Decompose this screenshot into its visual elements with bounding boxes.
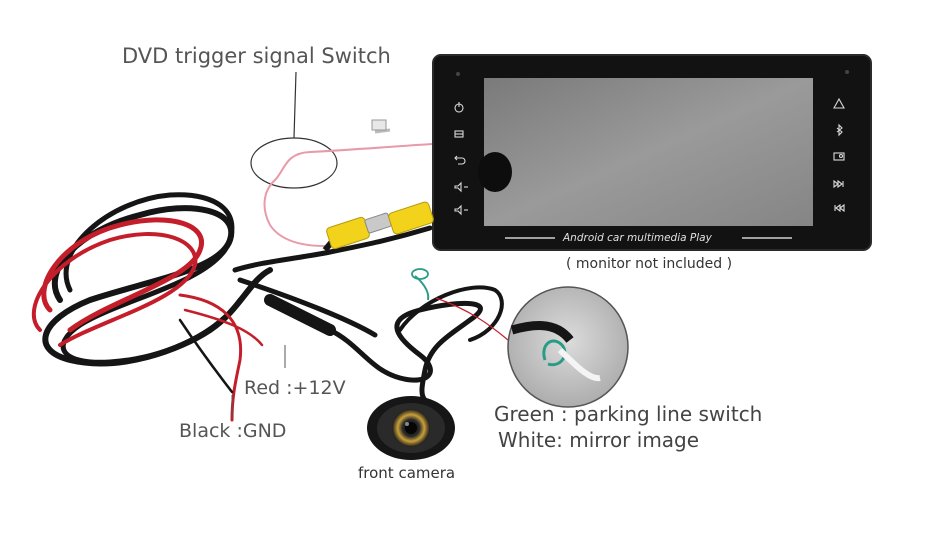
mirror-wires	[411, 268, 509, 341]
dvd-trigger-label: DVD trigger signal Switch	[122, 44, 391, 68]
power-icon	[454, 102, 464, 113]
car-monitor: Android car multimedia Play	[432, 54, 872, 251]
next-track-icon	[833, 179, 844, 189]
front-camera-label: front camera	[358, 464, 456, 482]
white-wire-label: White: mirror image	[498, 428, 700, 452]
bluetooth-icon	[836, 123, 843, 137]
black-wire-label: Black :GND	[179, 420, 287, 442]
monitor-note-label: ( monitor not included )	[566, 256, 733, 272]
volume-down-icon	[454, 204, 468, 216]
warning-icon	[833, 97, 845, 109]
monitor-right-buttons	[833, 97, 845, 213]
radio-icon	[833, 152, 845, 161]
dvd-trigger-wire	[263, 143, 433, 247]
volume-up-icon	[454, 181, 468, 193]
harness-cables	[31, 192, 504, 422]
dvd-trigger-callout	[250, 71, 338, 189]
menu-icon	[454, 130, 464, 138]
monitor-brand-text: Android car multimedia Play	[562, 232, 713, 244]
green-wire-label: Green : parking line switch	[494, 402, 763, 426]
monitor-left-buttons	[454, 102, 468, 216]
magnified-wire-detail	[507, 286, 629, 408]
rca-connector	[322, 201, 434, 252]
prev-track-icon	[834, 203, 845, 213]
red-wire-label: Red :+12V	[244, 377, 346, 399]
front-camera	[367, 396, 455, 460]
back-icon	[454, 155, 466, 165]
